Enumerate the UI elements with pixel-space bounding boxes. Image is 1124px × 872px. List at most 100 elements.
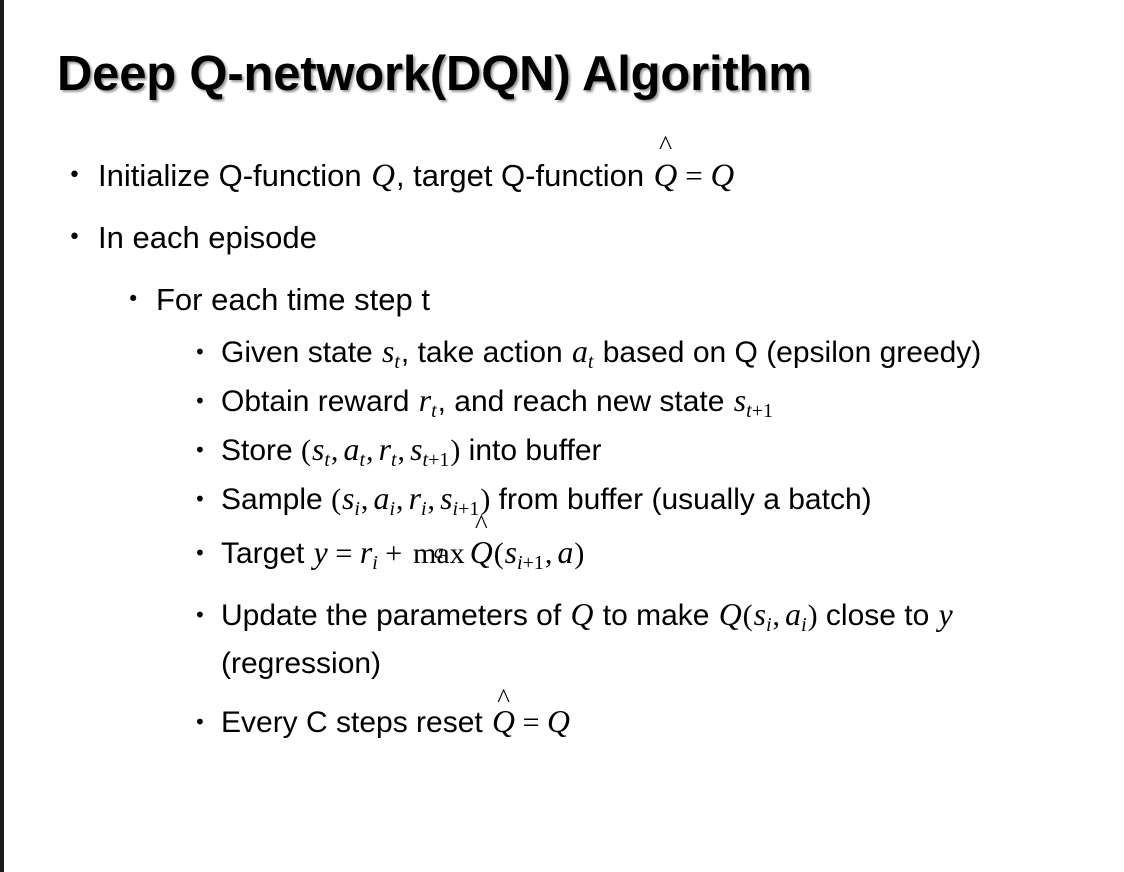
math-subscript: i xyxy=(420,498,427,520)
math-var-r: ri xyxy=(408,481,427,520)
bullet-initialize-q-function: • Initialize Q-function Q, target Q-func… xyxy=(0,132,1124,206)
bullet-text-post: from buffer (usually a batch) xyxy=(490,483,872,516)
bullet-text: Initialize Q-function Q, target Q-functi… xyxy=(98,132,1124,206)
math-var-a: a xyxy=(557,535,574,570)
bullet-text: Sample (si,ai,ri,si+1) from buffer (usua… xyxy=(221,475,1124,524)
math-plus-sign: + xyxy=(385,537,403,570)
math-comma: , xyxy=(397,434,405,467)
math-var-s-next: st+1 xyxy=(733,383,773,422)
math-comma: , xyxy=(365,434,374,467)
math-subscript: t+1 xyxy=(746,400,773,422)
math-close-paren: ) xyxy=(480,483,491,516)
math-subscript-offset: +1 xyxy=(522,552,544,574)
math-subscript: i+1 xyxy=(452,498,480,520)
math-var-q-hat: ^Q xyxy=(653,132,679,206)
math-max-limit: a xyxy=(433,541,444,564)
bullet-text: For each time step t xyxy=(156,282,430,317)
bullet-marker-icon: • xyxy=(194,389,206,413)
bullet-store-transition-into-buffer: • Store (st,at,rt,st+1) into buffer xyxy=(0,426,1124,475)
math-var-q: Q xyxy=(570,597,594,632)
math-close-paren: ) xyxy=(574,537,585,570)
math-subscript: t xyxy=(390,449,397,471)
math-var-s: si xyxy=(342,481,360,520)
bullet-marker-icon: • xyxy=(127,287,140,311)
math-var-a: at xyxy=(571,334,594,373)
math-var-q-hat: ^Q xyxy=(491,684,516,746)
slide-left-edge-strip xyxy=(0,0,4,872)
math-subscript: i xyxy=(801,614,807,636)
bullet-text-post: based on Q (epsilon greedy) xyxy=(594,336,982,369)
math-comma: , xyxy=(772,599,781,632)
math-open-paren: ( xyxy=(742,599,753,632)
math-var-a: ai xyxy=(373,481,396,520)
math-open-paren: ( xyxy=(493,537,504,570)
math-open-paren: ( xyxy=(301,434,312,467)
bullet-text-post: close to xyxy=(817,599,938,632)
bullet-sample-from-buffer: • Sample (si,ai,ri,si+1) from buffer (us… xyxy=(0,475,1124,524)
math-subscript: i xyxy=(389,498,396,520)
bullet-text-mid: to make xyxy=(594,599,718,632)
bullet-marker-icon: • xyxy=(68,225,81,250)
page-title: Deep Q-network(DQN) Algorithm xyxy=(57,47,812,101)
math-var-q-hat-base: Q xyxy=(469,535,493,570)
math-subscript-offset: +1 xyxy=(751,400,773,422)
bullet-text-post: into buffer xyxy=(460,434,602,467)
bullet-update-parameters-regression: • Update the parameters of Q to make Q(s… xyxy=(0,591,1124,688)
bullet-text-pre: Sample xyxy=(221,483,332,516)
math-max-label: max xyxy=(413,537,465,570)
bullet-text-mid: , target Q-function xyxy=(395,158,653,193)
math-var-y: y xyxy=(938,597,953,632)
bullet-text-tail: (regression) xyxy=(221,647,382,680)
math-comma: , xyxy=(360,483,369,516)
algorithm-bullet-list: • Initialize Q-function Q, target Q-func… xyxy=(0,132,1124,747)
math-subscript: i xyxy=(372,552,378,574)
bullet-text: Obtain reward rt, and reach new state st… xyxy=(221,377,1124,426)
math-equals-sign: = xyxy=(685,158,703,193)
math-var-r: rt xyxy=(418,383,437,422)
bullet-text-mid: , take action xyxy=(400,336,572,369)
bullet-marker-icon: • xyxy=(194,340,206,364)
math-var-s: si xyxy=(753,597,772,636)
math-equals-sign: = xyxy=(522,706,540,739)
bullet-marker-icon: • xyxy=(194,603,206,627)
math-close-paren: ) xyxy=(450,434,461,467)
math-equals-sign: = xyxy=(335,537,353,570)
bullet-given-state-take-action: • Given state st, take action at based o… xyxy=(0,328,1124,377)
math-comma: , xyxy=(427,483,436,516)
bullet-text-pre: Store xyxy=(221,434,302,467)
bullet-marker-icon: • xyxy=(194,438,206,462)
bullet-marker-icon: • xyxy=(194,710,206,734)
bullet-text: Update the parameters of Q to make Q(si,… xyxy=(221,591,1124,688)
bullet-text-pre: Given state xyxy=(221,336,382,369)
math-subscript: i xyxy=(354,498,360,520)
bullet-text-mid: , and reach new state xyxy=(437,385,733,418)
math-open-paren: ( xyxy=(331,483,342,516)
math-subscript: t+1 xyxy=(422,449,450,471)
math-subscript-offset: +1 xyxy=(458,498,480,520)
math-var-q: Q xyxy=(371,158,395,194)
bullet-text-pre: Obtain reward xyxy=(221,385,418,418)
math-var-q2: Q xyxy=(718,597,742,632)
math-subscript-offset: +1 xyxy=(428,449,450,471)
math-comma: , xyxy=(544,537,553,570)
bullet-text-pre: Every C steps reset xyxy=(221,706,492,739)
math-var-q-hat-base: Q xyxy=(653,158,678,194)
bullet-text-pre: Target xyxy=(221,537,313,570)
math-var-q: Q xyxy=(547,704,570,739)
math-subscript: t xyxy=(324,449,330,471)
math-var-y: y xyxy=(313,535,328,570)
math-var-q-hat-base: Q xyxy=(492,704,516,739)
math-var-a: ai xyxy=(785,597,807,636)
bullet-marker-icon: • xyxy=(68,163,81,188)
math-var-s: st xyxy=(382,334,400,373)
math-var-s-next: si+1 xyxy=(504,535,544,574)
bullet-every-c-steps-reset: • Every C steps reset ^Q=Q xyxy=(0,684,1124,747)
bullet-in-each-episode: • In each episode xyxy=(0,208,1124,268)
bullet-marker-icon: • xyxy=(194,487,206,511)
math-comma: , xyxy=(330,434,339,467)
math-subscript: t xyxy=(394,351,400,373)
math-subscript: t xyxy=(431,400,437,422)
